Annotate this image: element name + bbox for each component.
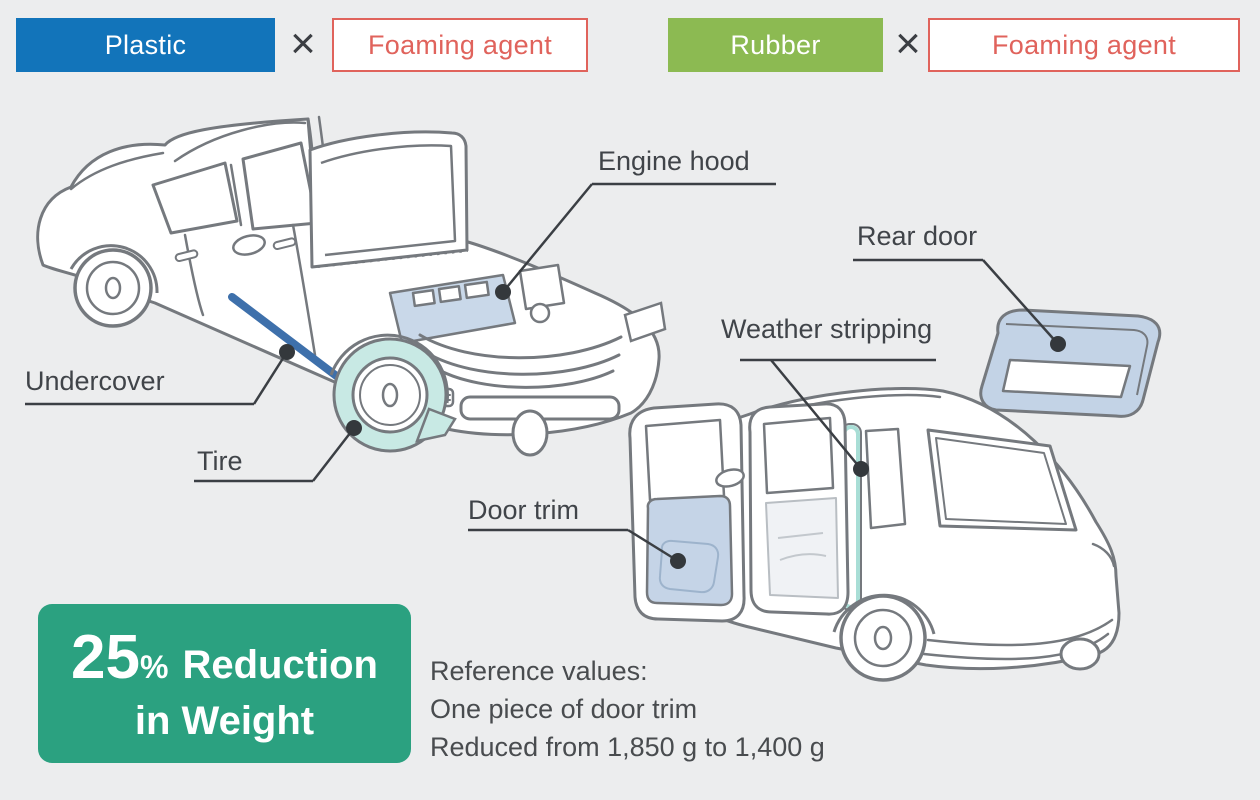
undercover-leader xyxy=(25,344,295,406)
reduction-value: 25 xyxy=(71,622,140,692)
rear-door-leader xyxy=(853,258,1066,352)
plastic-badge: Plastic xyxy=(16,18,275,72)
engine-hood-label: Engine hood xyxy=(598,146,750,176)
front-door xyxy=(628,402,746,623)
times-icon: × xyxy=(290,19,316,68)
hatchback-illustration xyxy=(628,308,1162,682)
undercover-label: Undercover xyxy=(25,366,165,396)
rubber-badge: Rubber xyxy=(668,18,883,72)
reduction-unit: % xyxy=(139,648,169,685)
weather-stripping-leader xyxy=(740,358,936,477)
rear-door-label: Rear door xyxy=(857,221,978,251)
tire-highlight xyxy=(329,333,457,453)
door-trim-highlight xyxy=(645,494,734,607)
open-hood xyxy=(308,130,469,269)
weather-stripping-label: Weather stripping xyxy=(721,314,933,344)
rear-side-door xyxy=(748,402,850,616)
engine-hood-leader xyxy=(495,182,776,300)
sedan-illustration xyxy=(36,115,667,457)
reduction-word: Reduction xyxy=(182,642,378,687)
foaming-agent-badge-right: Foaming agent xyxy=(928,18,1240,72)
tire-leader xyxy=(194,420,362,483)
rear-door-highlight xyxy=(979,308,1162,418)
foaming-agent-badge-left: Foaming agent xyxy=(332,18,588,72)
reference-line: Reference values: xyxy=(430,656,648,686)
tire-label: Tire xyxy=(197,446,243,476)
reduction-line2: in Weight xyxy=(134,698,315,743)
door-trim-label: Door trim xyxy=(468,495,580,525)
undercover-highlight xyxy=(228,293,351,388)
reduction-line1: 25% Reduction xyxy=(71,622,378,692)
reference-line: One piece of door trim xyxy=(430,694,698,724)
times-icon: × xyxy=(895,19,921,68)
reference-line: Reduced from 1,850 g to 1,400 g xyxy=(430,732,825,762)
weight-reduction-badge: 25% Reduction in Weight xyxy=(38,604,411,763)
door-trim-leader xyxy=(468,528,686,569)
reference-values-text: Reference values: One piece of door trim… xyxy=(430,652,825,766)
